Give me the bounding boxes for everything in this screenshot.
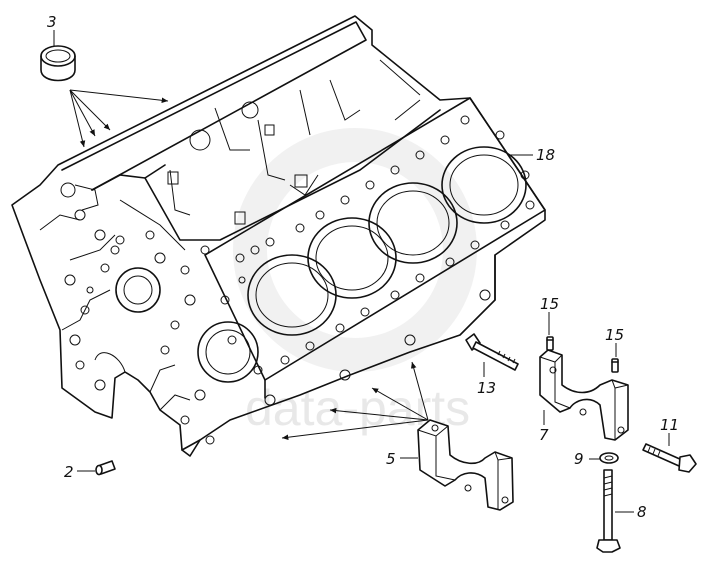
part-9-washer: [599, 452, 619, 464]
part-15-pin-b: [611, 358, 619, 373]
part-11-bolt: [642, 443, 697, 473]
callout-5: 5: [386, 450, 396, 468]
callout-9: 9: [574, 450, 584, 468]
callout-13: 13: [477, 379, 496, 397]
callout-3: 3: [47, 13, 57, 31]
part-8-stud: [596, 469, 621, 553]
callout-7: 7: [539, 426, 549, 444]
leader-lines: [53, 30, 670, 513]
callout-2: 2: [64, 463, 74, 481]
callout-11: 11: [660, 416, 679, 434]
callout-8: 8: [637, 503, 647, 521]
engine-block: [11, 15, 546, 457]
callout-15-left: 15: [540, 295, 559, 313]
callout-15-right: 15: [605, 326, 624, 344]
part-13-bolt: [465, 333, 519, 371]
part-7-bearing-cap: [539, 349, 629, 441]
callout-18: 18: [536, 146, 555, 164]
part-3-ring: [40, 45, 76, 82]
callout-labels: 3 18 15 15 13 7 11 9 5 8 2: [47, 13, 679, 521]
part-5-bearing-cap: [417, 419, 514, 511]
part-2-dowel: [95, 460, 116, 476]
part-15-pin-a: [546, 336, 554, 351]
